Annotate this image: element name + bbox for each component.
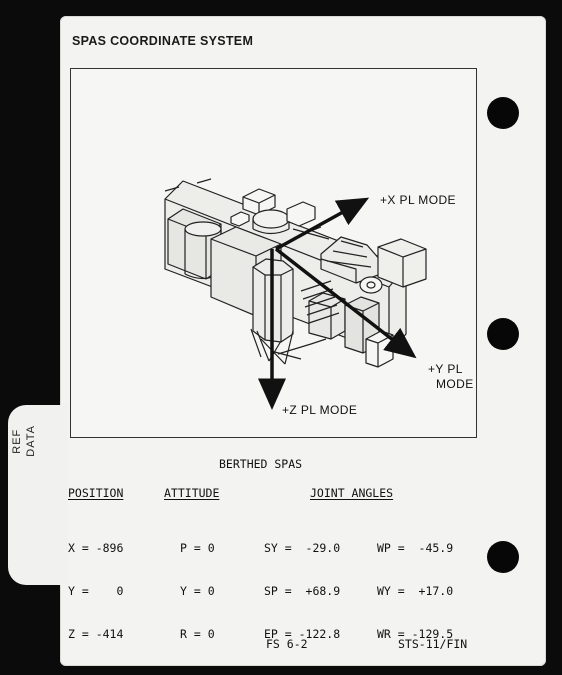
berthed-heading: BERTHED SPAS <box>219 457 303 471</box>
joint-ep: EP = -122.8 <box>264 627 341 641</box>
position-values: X = -896 Y = 0 Z = -414 <box>68 513 123 656</box>
tab-label: REF DATA <box>10 425 44 457</box>
z-axis-label: +Z PL MODE <box>282 403 358 417</box>
axis-arrows <box>258 197 417 410</box>
joint-wy: WY = +17.0 <box>377 584 454 598</box>
attitude-yaw: Y = 0 <box>180 584 215 598</box>
document-id: STS-11/FIN <box>398 637 468 651</box>
y-axis-label-line1: +Y PL <box>428 362 463 376</box>
y-axis-arrow <box>274 247 417 359</box>
joint-wp: WP = -45.9 <box>377 541 454 555</box>
tab-label-line2: DATA <box>25 425 37 457</box>
attitude-values: P = 0 Y = 0 R = 0 <box>180 513 215 656</box>
card-tab <box>8 405 68 585</box>
y-axis-label-line2: MODE <box>436 377 474 391</box>
tab-label-line1: REF <box>11 428 23 454</box>
position-z: Z = -414 <box>68 627 124 641</box>
joint-sp: SP = +68.9 <box>264 584 341 598</box>
spas-diagram <box>164 178 427 410</box>
attitude-roll: R = 0 <box>180 627 215 641</box>
joint-angles-right: WP = -45.9 WY = +17.0 WR = -129.5 <box>377 513 453 656</box>
binder-hole-top <box>487 97 519 129</box>
attitude-pitch: P = 0 <box>180 541 215 555</box>
attitude-header: ATTITUDE <box>164 486 220 500</box>
x-axis-arrow <box>275 197 370 251</box>
diagram-frame <box>70 68 477 438</box>
page-title: SPAS COORDINATE SYSTEM <box>72 34 254 48</box>
position-x: X = -896 <box>68 541 124 555</box>
position-header: POSITION <box>68 486 124 500</box>
binder-hole-bottom <box>487 541 519 573</box>
position-y: Y = 0 <box>68 584 124 598</box>
page-number: FS 6-2 <box>266 637 308 651</box>
joint-angles-left: SY = -29.0 SP = +68.9 EP = -122.8 <box>264 513 340 656</box>
joint-angles-header: JOINT ANGLES <box>310 486 394 500</box>
joint-wr: WR = -129.5 <box>377 627 454 641</box>
joint-sy: SY = -29.0 <box>264 541 341 555</box>
x-axis-label: +X PL MODE <box>380 193 456 207</box>
spas-satellite-drawing <box>164 178 427 368</box>
binder-hole-middle <box>487 318 519 350</box>
